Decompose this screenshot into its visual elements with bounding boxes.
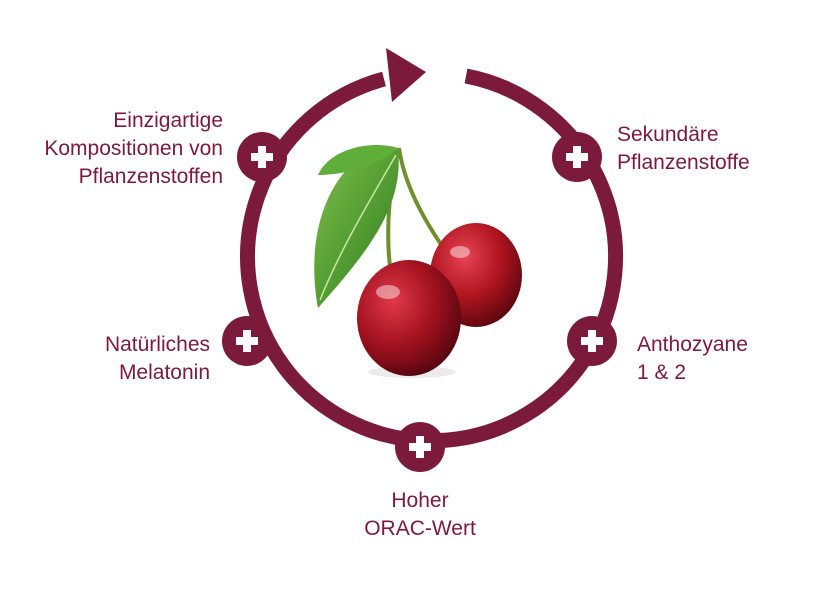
benefit-label-mid-left: Natürliches Melatonin <box>105 331 210 387</box>
cycle-arrowhead-icon <box>386 48 426 102</box>
benefit-label-bottom: Hoher ORAC-Wert <box>320 487 520 543</box>
plus-badge-top-left <box>237 132 287 182</box>
benefit-line: Melatonin <box>118 361 210 384</box>
cycle-ring <box>240 68 623 449</box>
benefit-line: Sekundäre <box>617 123 719 146</box>
benefit-line: ORAC-Wert <box>364 517 476 540</box>
benefit-line: Anthozyane <box>637 333 748 356</box>
benefit-label-top-left: Einzigartige Kompositionen von Pflanzens… <box>44 107 223 191</box>
benefit-line: Hoher <box>391 489 449 512</box>
plus-badge-mid-right <box>567 316 617 366</box>
benefit-line: Einzigartige <box>113 109 223 132</box>
benefit-line: Kompositionen von <box>44 137 223 160</box>
benefit-label-top-right: Sekundäre Pflanzenstoffe <box>617 121 750 177</box>
plus-badge-bottom <box>395 422 445 472</box>
benefit-line: Natürliches <box>104 333 210 356</box>
cherry-pair-illustration <box>314 145 522 378</box>
benefit-line: Pflanzenstoffe <box>617 151 750 174</box>
plus-badge-mid-left <box>222 316 272 366</box>
benefit-line: 1 & 2 <box>637 361 687 384</box>
benefit-label-mid-right: Anthozyane 1 & 2 <box>637 331 748 387</box>
benefit-line: Pflanzenstoffen <box>78 165 223 188</box>
plus-badge-top-right <box>552 132 602 182</box>
